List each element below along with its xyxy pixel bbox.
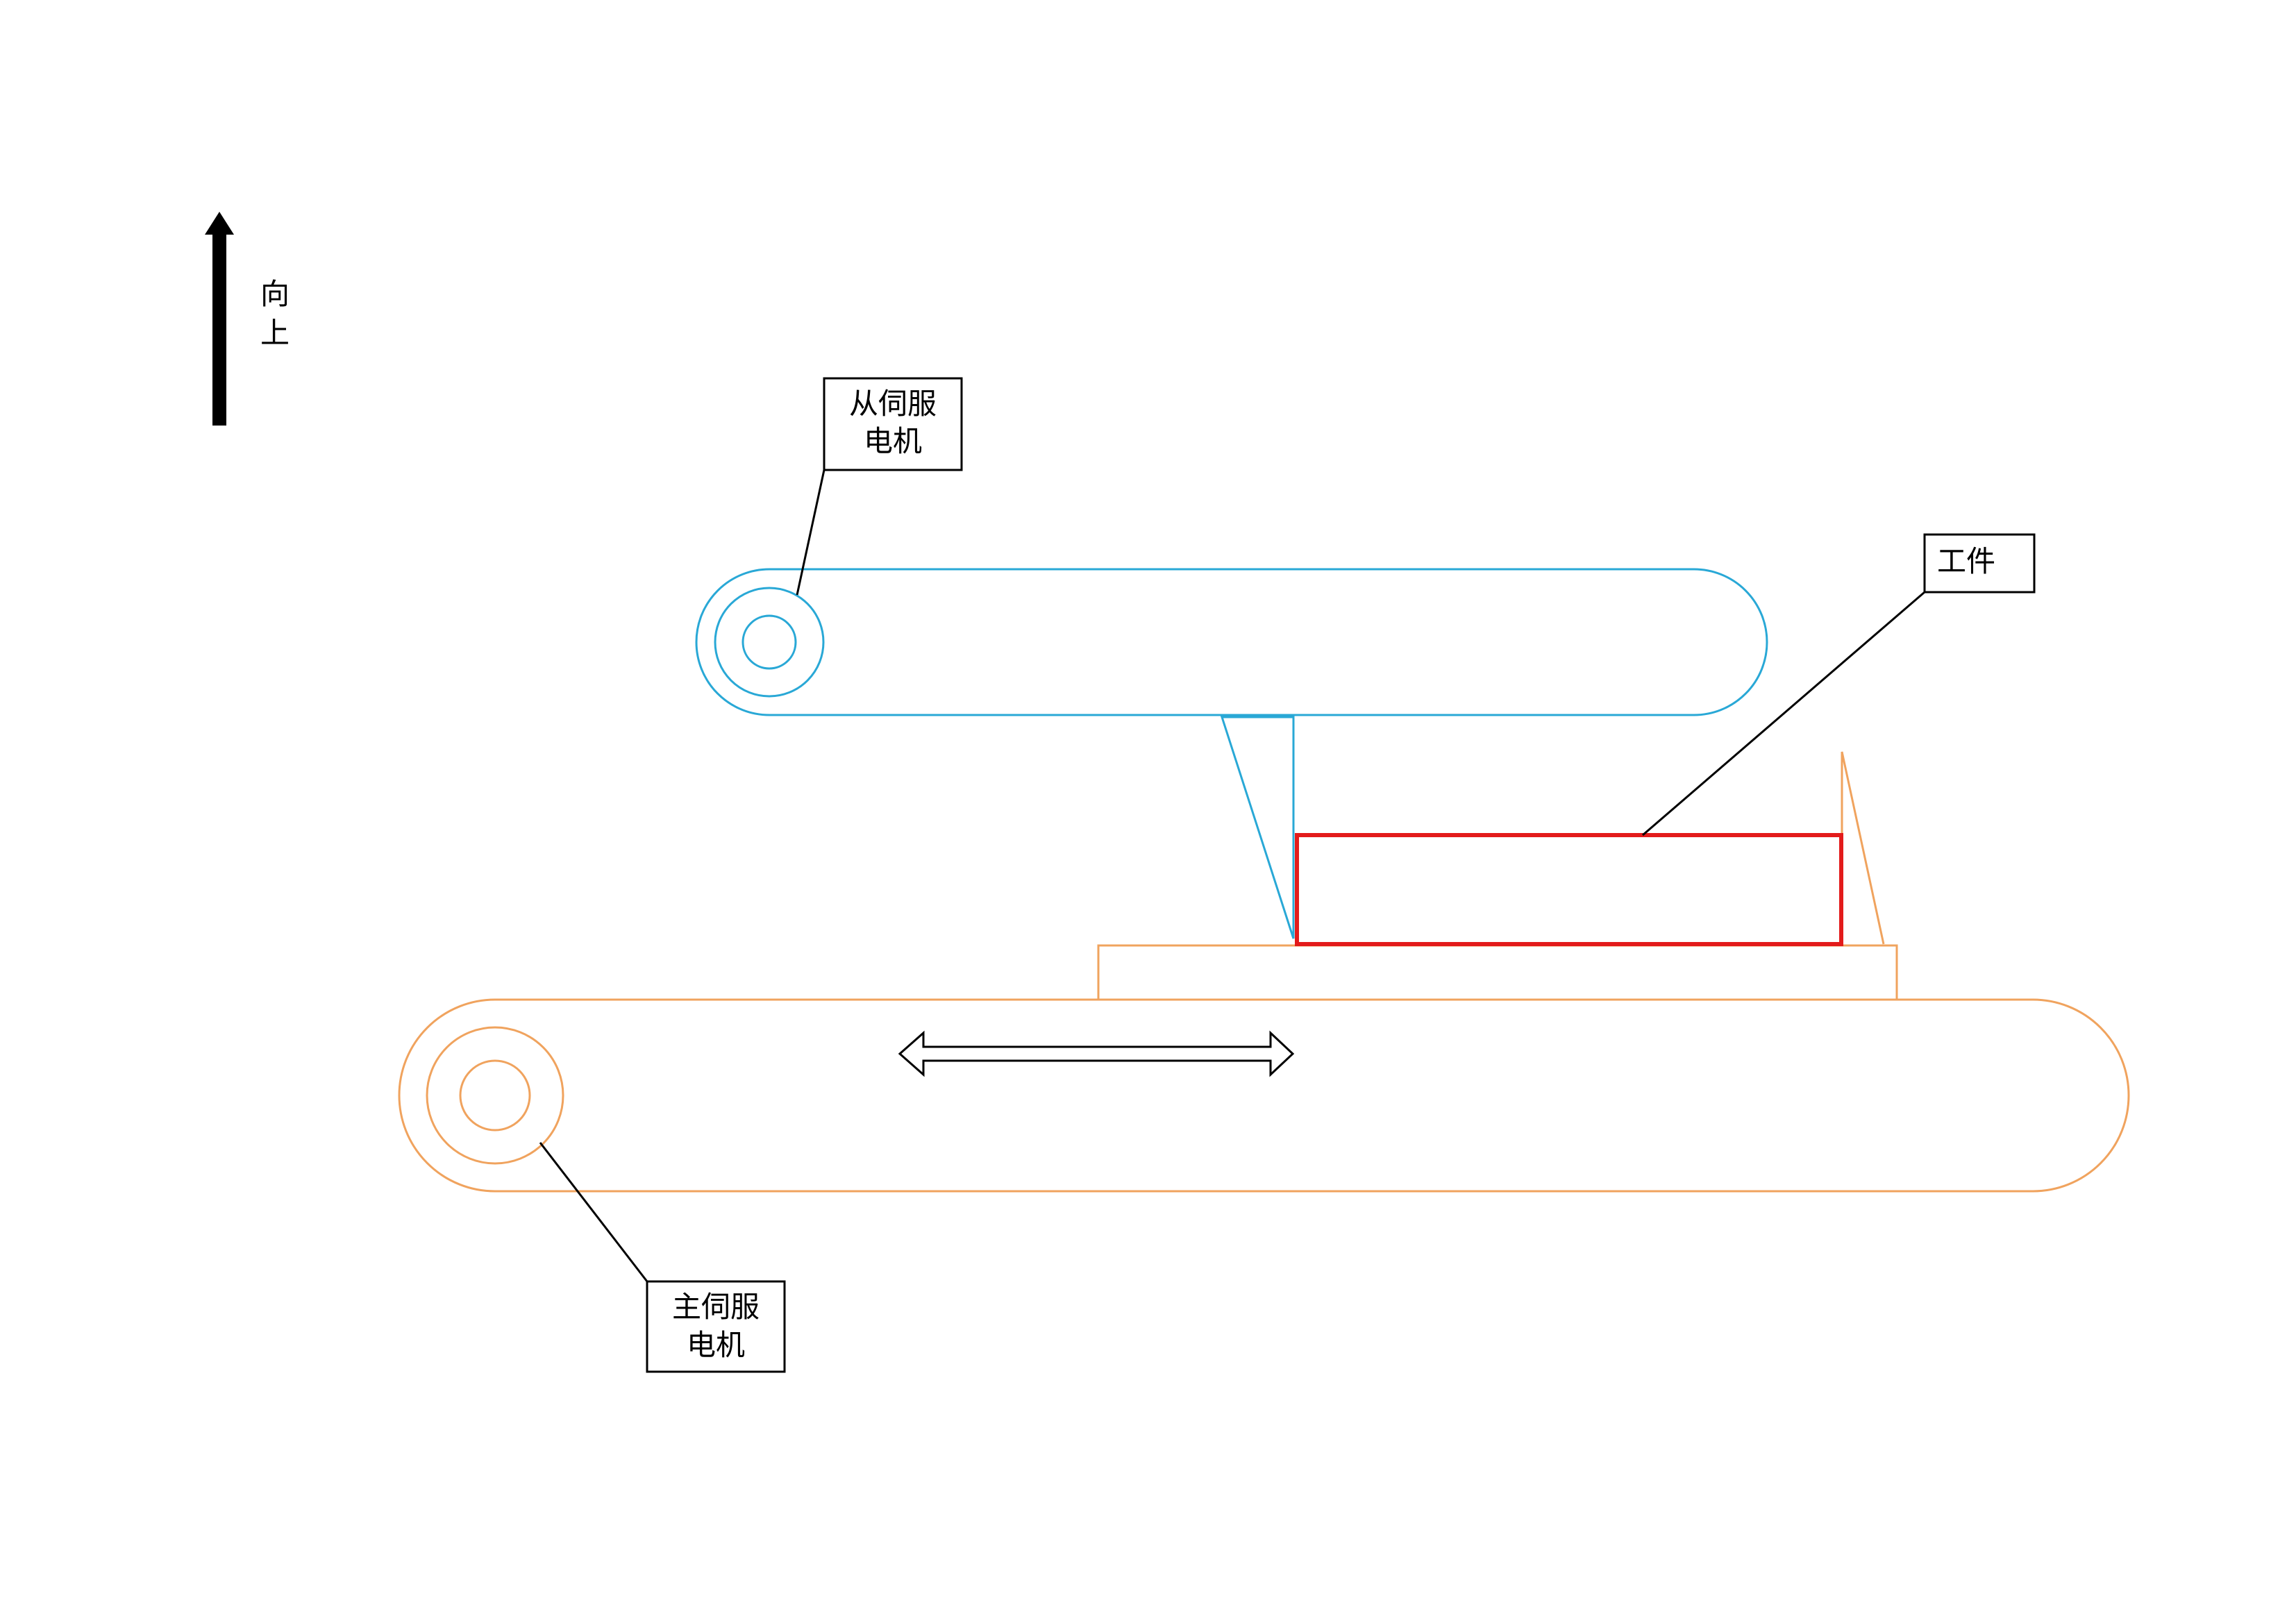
slave-clamp-jaw [1220, 716, 1295, 939]
master-motor-label-line2: 电机 [687, 1328, 745, 1362]
double-arrow-icon [898, 1030, 1295, 1077]
slave-motor-callout: 从伺服 电机 [796, 377, 963, 596]
master-platform [1097, 944, 1898, 1001]
master-motor-label-line1: 主伺服 [672, 1290, 760, 1324]
arrow-up-icon [205, 212, 234, 235]
master-clamp-jaw [1841, 751, 1885, 945]
slave-arm-body [695, 568, 1768, 716]
master-arm [398, 751, 2130, 1193]
slave-motor-label-box [823, 377, 963, 471]
master-arm-body [398, 998, 2130, 1193]
slave-motor-outer-ring [714, 587, 825, 698]
master-motor-label-box [646, 1280, 786, 1373]
workpiece-leader [1642, 591, 1925, 836]
direction-indicator: 向 上 [205, 212, 290, 426]
workpiece-callout: 工件 [1642, 533, 2036, 836]
slave-motor-leader [796, 469, 826, 596]
slave-arm [695, 568, 1768, 939]
master-motor-callout: 主伺服 电机 [539, 1142, 786, 1373]
workpiece-label-box [1923, 533, 2036, 594]
master-motor-outer-ring [426, 1026, 564, 1165]
slave-motor-label-line1: 从伺服 [849, 387, 937, 421]
slave-motor-inner-ring [741, 614, 797, 670]
slave-motor-label-line2: 电机 [864, 424, 922, 458]
arrow-up-shaft [212, 229, 226, 426]
master-motor-leader [539, 1142, 648, 1282]
workpiece-block [1295, 833, 1843, 946]
direction-label-line2: 上 [260, 316, 290, 350]
workpiece-label: 工件 [1937, 544, 1995, 578]
direction-label-line1: 向 [260, 277, 290, 311]
master-motor-inner-ring [459, 1059, 531, 1132]
